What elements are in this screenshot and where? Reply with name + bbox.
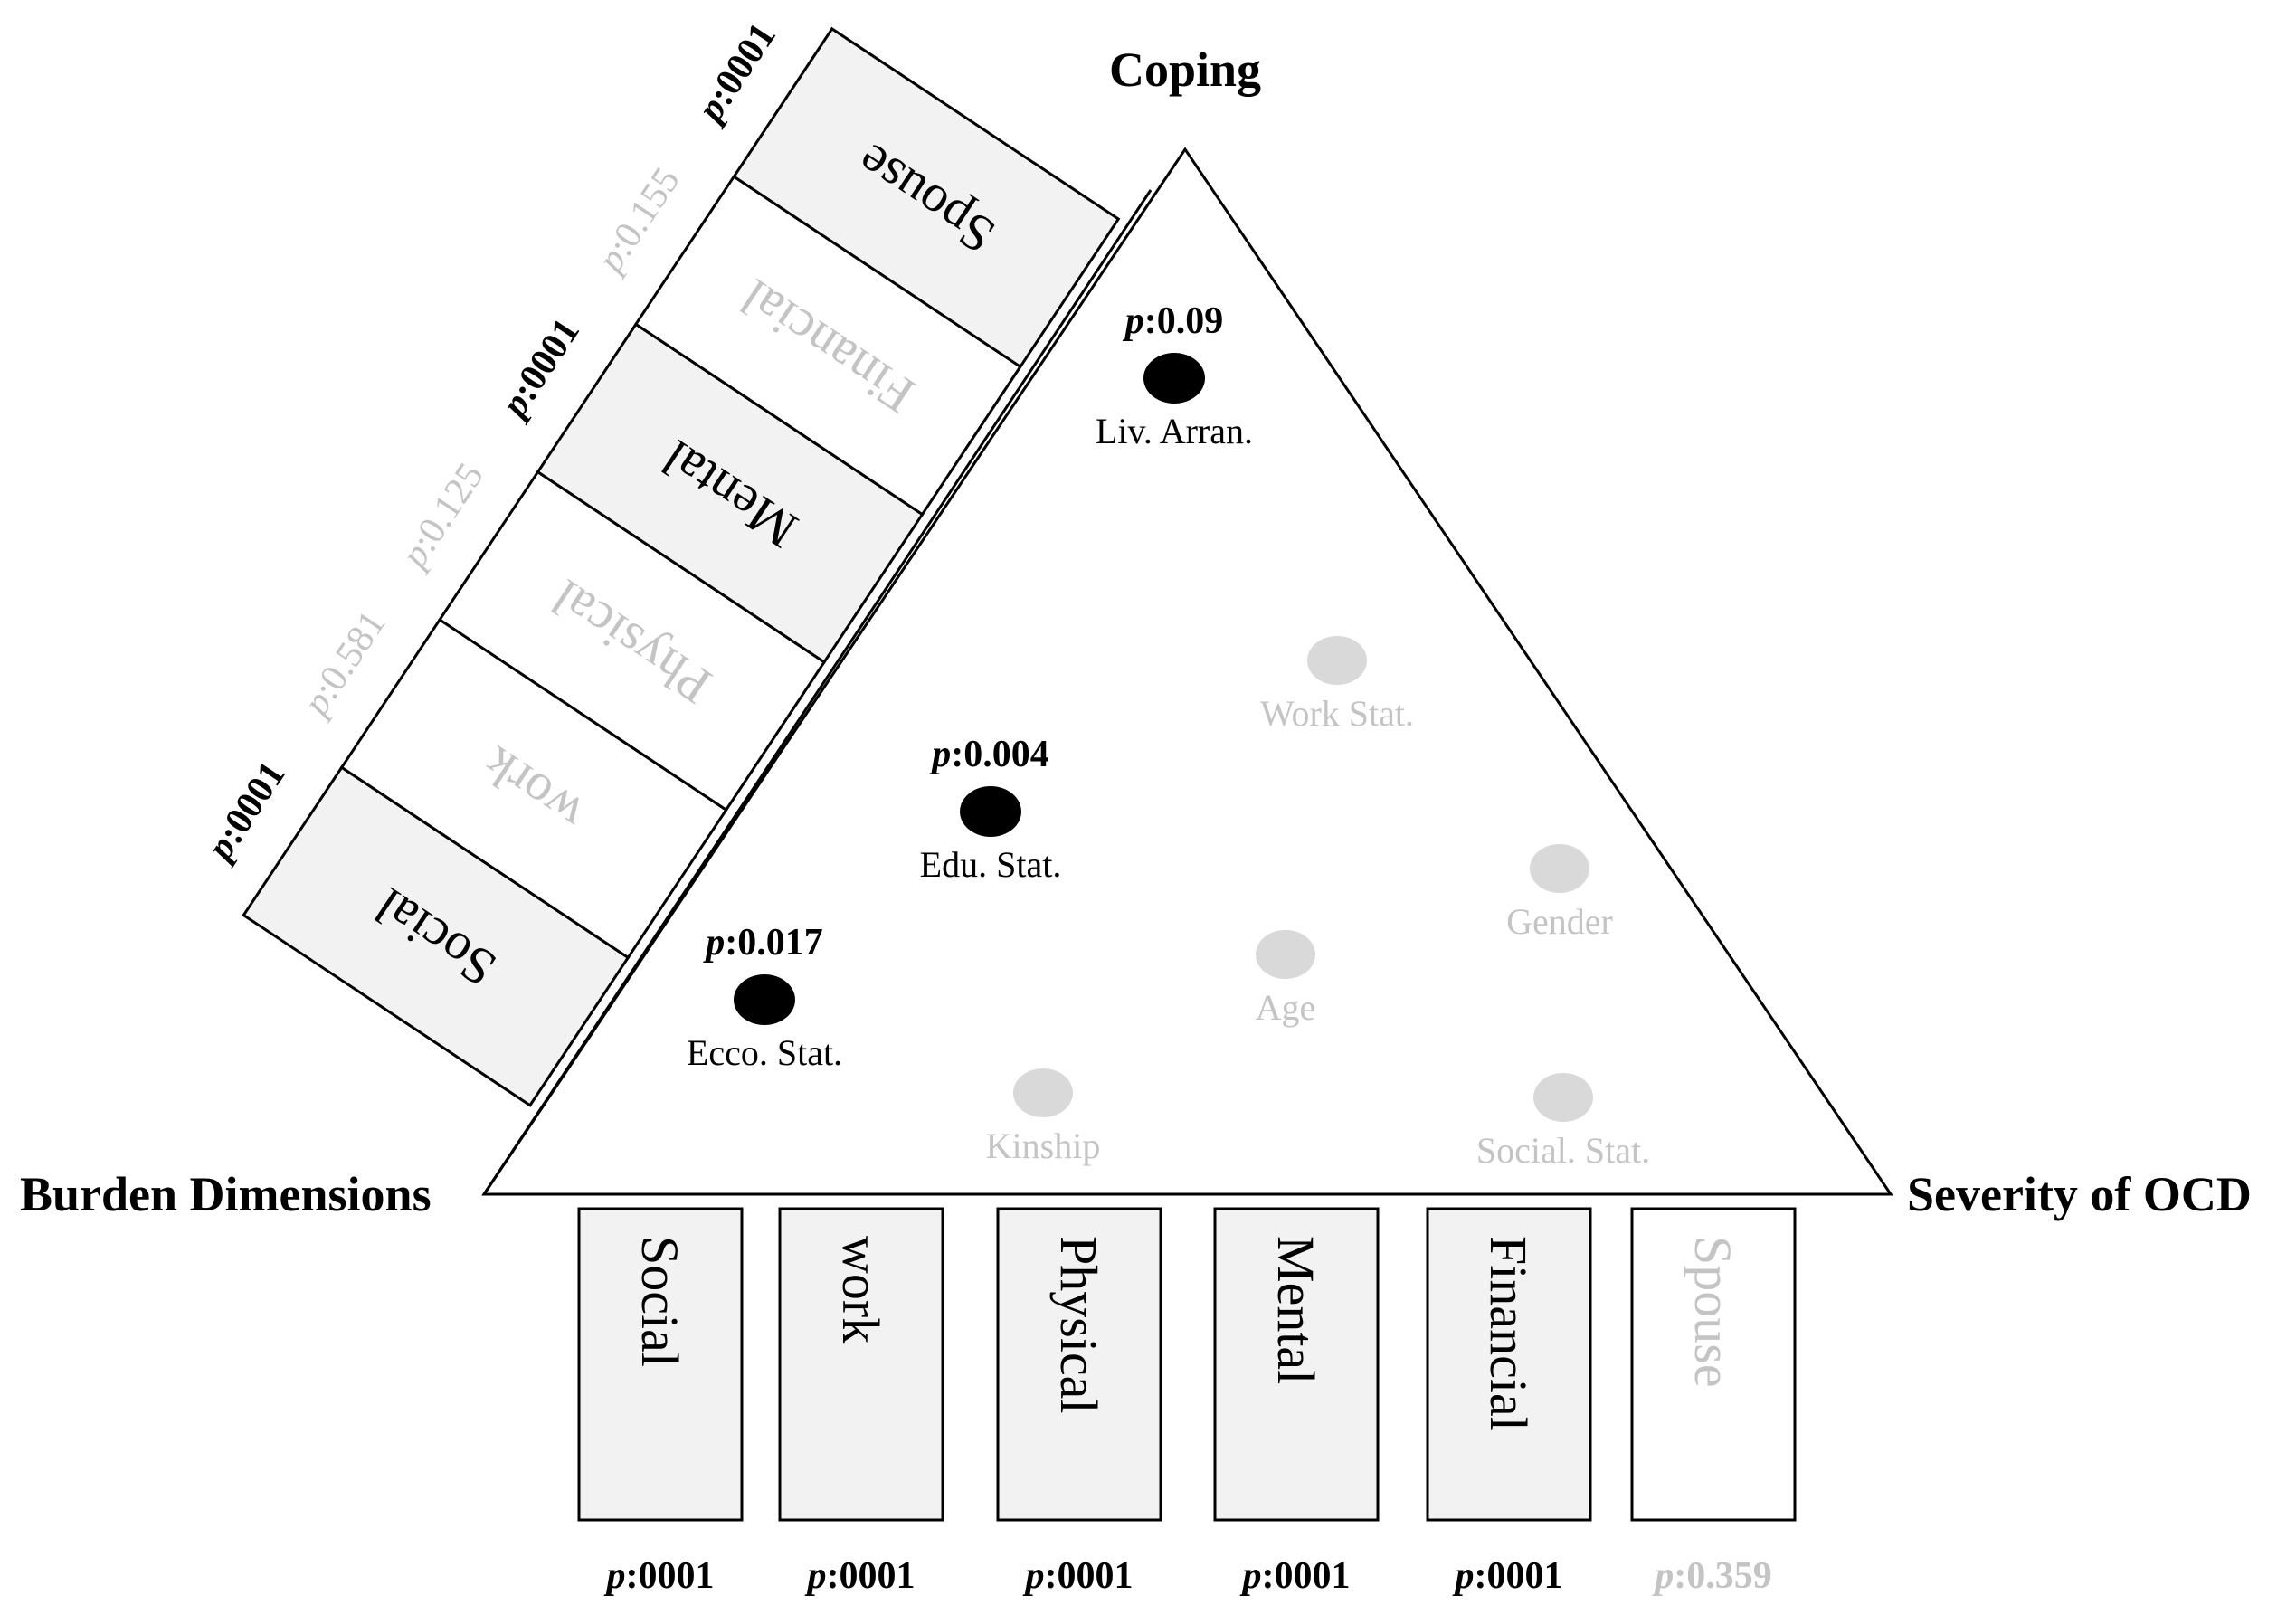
node-marker [1013, 1068, 1073, 1117]
node-label: Social. Stat. [1476, 1130, 1650, 1171]
diagonal-box-pvalue: p:0001 [492, 311, 588, 426]
bottom-box-pvalue: p:0.359 [1652, 1555, 1772, 1597]
node-social-stat: Social. Stat. [1476, 1073, 1650, 1171]
bottom-box-financial: Financial p:0001 [1426, 1207, 1592, 1597]
node-age: Age [1256, 930, 1316, 1028]
box-frame [577, 1207, 744, 1522]
node-label: Gender [1506, 901, 1613, 942]
bottom-box-work: work p:0001 [778, 1207, 944, 1597]
diagonal-box-social: Social [242, 765, 631, 1107]
diagonal-box-physical: Physical [438, 470, 827, 812]
box-frame [1630, 1207, 1797, 1522]
bottom-box-pvalue: p:0001 [1023, 1555, 1134, 1597]
node-marker [960, 786, 1021, 837]
bottom-box-social: Social p:0001 [577, 1207, 744, 1597]
node-marker [1143, 353, 1205, 404]
bottom-box-pvalue: p:0001 [1453, 1555, 1563, 1597]
node-marker [1307, 636, 1367, 685]
node-label: Liv. Arran. [1096, 411, 1253, 451]
node-marker [734, 974, 795, 1025]
node-label: Age [1256, 987, 1316, 1028]
bottom-box-label: Mental [1267, 1236, 1325, 1384]
box-frame [996, 1207, 1162, 1522]
node-marker [1530, 844, 1589, 893]
diagonal-guide-line [482, 189, 1153, 1195]
bottom-box-label: Social [631, 1236, 689, 1367]
bottom-box-spouse: Spouse p:0.359 [1630, 1207, 1797, 1597]
bottom-box-mental: Mental p:0001 [1213, 1207, 1380, 1597]
bottom-box-label: Financial [1479, 1236, 1538, 1431]
node-pvalue: p:0.004 [929, 734, 1049, 775]
node-pvalue: p:0.017 [703, 922, 823, 964]
bottom-box-pvalue: p:0001 [604, 1555, 715, 1597]
diagonal-box-pvalue: p:0.125 [392, 456, 491, 577]
box-frame [1213, 1207, 1380, 1522]
diagonal-box-spouse: Spouse [732, 26, 1121, 369]
node-label: Edu. Stat. [920, 844, 1062, 885]
diagonal-box-mental: Mental [536, 322, 925, 664]
node-work-stat: Work Stat. [1260, 636, 1414, 734]
node-label: Ecco. Stat. [687, 1032, 842, 1073]
node-pvalue: p:0.09 [1123, 300, 1224, 342]
node-marker [1256, 930, 1315, 979]
diagonal-box-pvalue: p:0001 [688, 15, 784, 130]
node-marker [1533, 1073, 1593, 1122]
bottom-box-label: work [831, 1236, 890, 1343]
node-gender: Gender [1506, 844, 1613, 942]
main-triangle [481, 147, 1893, 1196]
bottom-box-pvalue: p:0001 [1240, 1555, 1351, 1597]
corner-label-left: Burden Dimensions [20, 1167, 432, 1221]
box-frame [732, 26, 1121, 369]
diagonal-box-pvalue: p:0.155 [588, 160, 688, 281]
node-label: Kinship [986, 1125, 1101, 1166]
diagonal-box-pvalue: p:0.581 [294, 603, 394, 725]
diagonal-box-pvalue: p:0001 [198, 755, 294, 869]
box-frame [778, 1207, 944, 1522]
box-frame [1426, 1207, 1592, 1522]
diagonal-box-work: work [339, 617, 728, 960]
diagonal-box-financial: Financial [633, 174, 1022, 517]
corner-label-right: Severity of OCD [1907, 1167, 2252, 1221]
bottom-box-label: Spouse [1684, 1236, 1742, 1388]
node-kinship: Kinship [986, 1068, 1101, 1166]
corner-label-top: Coping [1109, 43, 1261, 97]
node-label: Work Stat. [1260, 693, 1414, 734]
bottom-burden-boxes: Socialp:0001workp:0001Physicalp:0001Ment… [577, 1207, 1797, 1597]
bottom-box-label: Physical [1049, 1236, 1108, 1414]
bottom-box-physical: Physical p:0001 [996, 1207, 1162, 1597]
bottom-box-pvalue: p:0001 [805, 1555, 916, 1597]
